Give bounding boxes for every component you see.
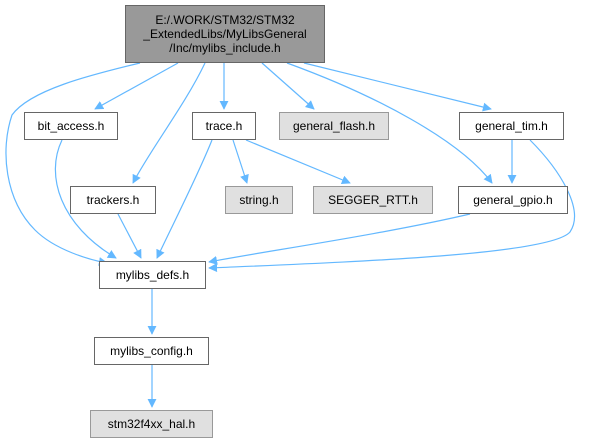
edge-trace-to-segger-rtt xyxy=(245,139,351,185)
edges-layer xyxy=(5,62,576,408)
node-string-h: string.h xyxy=(225,186,293,214)
edge-trackers-to-mylibs-defs xyxy=(117,213,142,259)
node-label: bit_access.h xyxy=(37,119,105,133)
node-general-gpio-h[interactable]: general_gpio.h xyxy=(458,186,568,214)
node-label: string.h xyxy=(239,193,279,207)
node-label: trace.h xyxy=(205,119,243,133)
node-stm32f4xx-hal-h: stm32f4xx_hal.h xyxy=(90,410,213,438)
node-trace-h[interactable]: trace.h xyxy=(192,112,256,140)
edge-root-to-bit-access xyxy=(94,62,179,110)
node-label: mylibs_config.h xyxy=(110,344,193,358)
node-general-tim-h[interactable]: general_tim.h xyxy=(459,112,564,140)
node-label: general_tim.h xyxy=(475,119,548,133)
edge-trace-to-string xyxy=(232,139,249,184)
edge-root-to-general-flash xyxy=(261,62,315,110)
node-segger-rtt-h: SEGGER_RTT.h xyxy=(313,186,433,214)
node-label: SEGGER_RTT.h xyxy=(328,193,418,207)
node-label: trackers.h xyxy=(86,193,140,207)
root-path-line-1: E:/.WORK/STM32/STM32 xyxy=(155,13,295,27)
edge-general-tim-to-mylibs-defs xyxy=(208,139,576,273)
node-mylibs-config-h[interactable]: mylibs_config.h xyxy=(94,337,209,365)
node-trackers-h[interactable]: trackers.h xyxy=(70,186,156,214)
edge-root-to-mylibs-defs xyxy=(5,62,141,267)
node-label: stm32f4xx_hal.h xyxy=(107,417,196,431)
node-mylibs-defs-h[interactable]: mylibs_defs.h xyxy=(99,261,206,289)
node-label: general_flash.h xyxy=(292,119,376,133)
root-path-line-2: _ExtendedLibs/MyLibsGeneral xyxy=(143,27,307,41)
edge-bit-access-to-mylibs-defs xyxy=(54,139,117,259)
node-general-flash-h: general_flash.h xyxy=(279,112,389,140)
edge-root-to-general-gpio xyxy=(286,62,493,184)
node-mylibs-include-h: E:/.WORK/STM32/STM32 _ExtendedLibs/MyLib… xyxy=(125,5,325,63)
node-label: general_gpio.h xyxy=(473,193,553,207)
node-label: mylibs_defs.h xyxy=(115,268,190,282)
edge-root-to-general-tim xyxy=(303,62,492,112)
edge-general-gpio-to-mylibs-defs xyxy=(208,213,471,265)
node-bit-access-h[interactable]: bit_access.h xyxy=(24,112,118,140)
edge-trace-to-mylibs-defs xyxy=(156,139,213,259)
root-path-line-3: /Inc/mylibs_include.h xyxy=(169,41,281,55)
edge-root-to-trackers xyxy=(132,62,206,184)
